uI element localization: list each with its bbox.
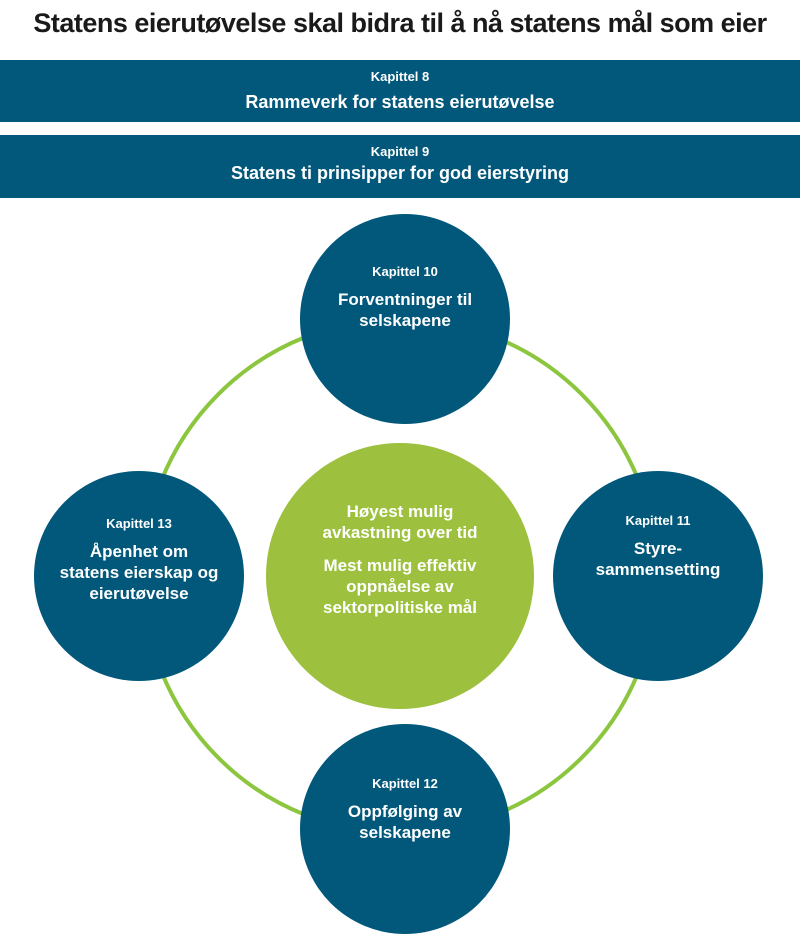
goal-sector-policy: Mest mulig effektiv oppnåelse av sektorp… [322, 556, 477, 617]
chapter-10-circle: Kapittel 10 Forventninger til selskapene [300, 214, 510, 424]
chapter-title: Åpenhet om statens eierskap og eierutøve… [59, 542, 219, 603]
chapter-12-circle: Kapittel 12 Oppfølging av selskapene [300, 724, 510, 934]
chapter-label: Kapittel 13 [106, 516, 172, 531]
chapter-11-circle: Kapittel 11 Styre- sammensetting [553, 471, 763, 681]
chapter-title: Forventninger til selskapene [337, 290, 473, 330]
diagram-title: Statens eierutøvelse skal bidra til å nå… [33, 8, 767, 38]
chapter-label: Kapittel 12 [372, 776, 438, 791]
chapter-title: Oppfølging av selskapene [347, 802, 463, 842]
banner-title: Rammeverk for statens eierutøvelse [245, 92, 555, 112]
goal-return: Høyest mulig avkastning over tid [322, 502, 478, 542]
center-goals-circle: Høyest mulig avkastning over tid Mest mu… [266, 443, 534, 709]
chapter-title: Styre- sammensetting [595, 539, 721, 579]
banner-chapter-8: Kapittel 8 Rammeverk for statens eierutø… [0, 60, 800, 122]
chapter-label: Kapittel 10 [372, 264, 438, 279]
banner-chapter-label: Kapittel 9 [370, 144, 430, 159]
chapter-label: Kapittel 11 [625, 513, 691, 528]
banner-title: Statens ti prinsipper for god eierstyrin… [230, 163, 570, 183]
banner-chapter-9: Kapittel 9 Statens ti prinsipper for god… [0, 135, 800, 198]
banner-chapter-label: Kapittel 8 [370, 69, 430, 84]
chapter-13-circle: Kapittel 13 Åpenhet om statens eierskap … [34, 471, 244, 681]
